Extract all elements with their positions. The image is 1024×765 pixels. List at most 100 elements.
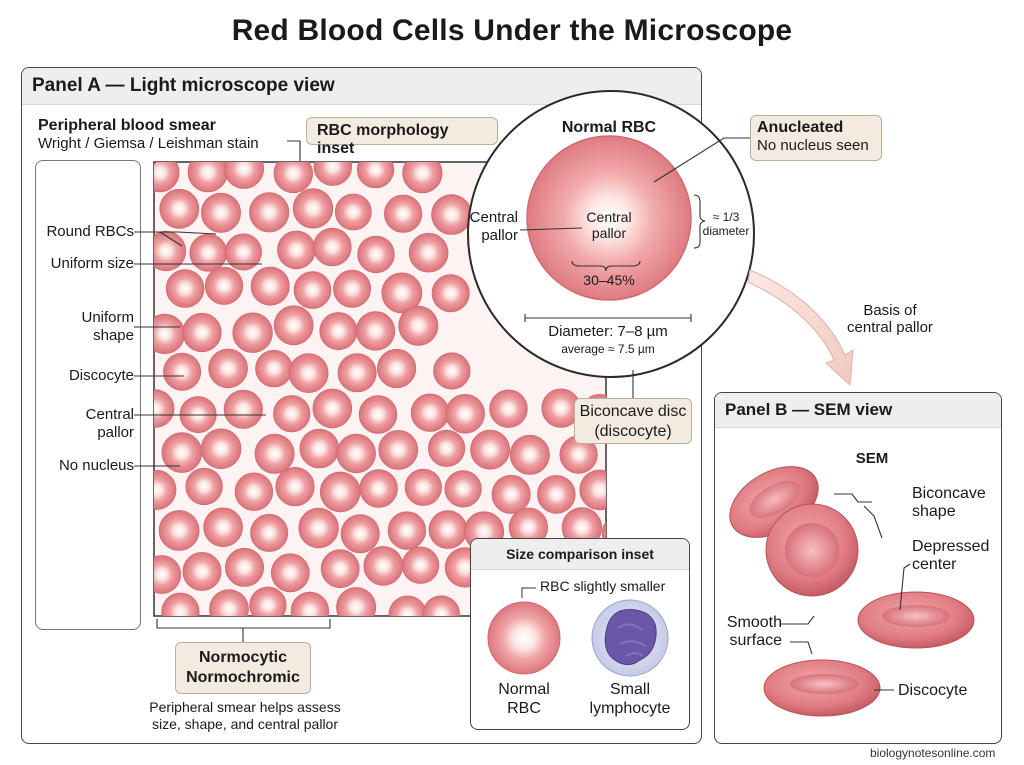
result-badge: Normocytic Normochromic	[175, 642, 311, 694]
smear-rbc	[355, 311, 396, 351]
zoom-ratio-label: ≈ 1/3 diameter	[700, 210, 752, 238]
smear-rbc	[293, 271, 332, 309]
smear-rbc	[182, 551, 222, 591]
smear-rbc	[225, 547, 265, 587]
size-inset-note: RBC slightly smaller	[540, 578, 666, 594]
smear-rbc	[384, 194, 423, 233]
size-inset-art	[487, 587, 669, 677]
smear-rbc	[234, 472, 274, 511]
sem-depressed-2: center	[912, 556, 957, 573]
smear-rbc	[433, 352, 471, 390]
smear-rbc	[290, 591, 330, 616]
label-no-nucleus: No nucleus	[58, 457, 134, 474]
smear-rbc	[333, 269, 372, 308]
smear-note-line-1: Peripheral smear helps assess	[149, 699, 341, 715]
smear-rbc	[336, 587, 377, 616]
sem-biconcave-1: Biconcave	[912, 485, 986, 502]
anucleated-sub: No nucleus seen	[757, 137, 869, 154]
label-discocyte: Discocyte	[68, 367, 134, 384]
zoom-center-label-1: Central	[586, 209, 632, 225]
size-inset-title: Size comparison inset	[471, 539, 689, 570]
smear-rbc	[491, 474, 531, 514]
smear-rbc	[398, 305, 439, 346]
badge-normochromic: Normochromic	[186, 669, 300, 686]
smear-rbc	[249, 586, 287, 616]
smear-rbc	[298, 507, 339, 549]
sem-label-smooth: Smooth surface	[718, 614, 782, 650]
panel-b-heading: Panel B — SEM view	[715, 393, 1001, 428]
sem-biconcave-2: shape	[912, 503, 956, 520]
smear-rbc	[275, 466, 315, 507]
smear-rbc	[185, 467, 223, 506]
smear-rbc	[273, 305, 314, 346]
zoom-diameter: Diameter: 7–8 µm	[548, 323, 668, 340]
zoom-average: average ≈ 7.5 µm	[561, 342, 655, 356]
smear-rbc	[427, 429, 466, 467]
smear-rbc	[404, 468, 442, 506]
smear-rbc	[378, 429, 419, 470]
smear-rbc	[377, 348, 417, 389]
sem-depressed-1: Depressed	[912, 538, 990, 555]
sem-smooth-1: Smooth	[726, 614, 782, 631]
zoom-center-label: Central pallor	[570, 209, 648, 241]
smear-rbc	[209, 589, 249, 616]
size-lymph-label-1: Small	[609, 681, 650, 698]
sem-label-depressed: Depressed center	[912, 538, 989, 574]
smear-rbc	[182, 312, 222, 353]
basis-line-1: Basis of	[863, 302, 917, 319]
label-uniform-size: Uniform size	[50, 255, 134, 272]
smear-rbc	[357, 235, 395, 274]
smear-note-line-2: size, shape, and central pallor	[152, 716, 338, 732]
sem-label: SEM	[855, 450, 889, 467]
label-central-pallor: Central pallor	[85, 406, 134, 441]
zoom-ratio-1: ≈ 1/3	[712, 210, 740, 224]
smear-rbc	[159, 188, 200, 229]
label-column-box	[35, 160, 141, 630]
smear-rbc	[232, 312, 273, 353]
smear-rbc	[273, 162, 313, 194]
smear-rbc	[158, 510, 200, 551]
smear-rbc	[163, 352, 202, 391]
smear-rbc	[381, 272, 423, 314]
smear-rbc	[154, 230, 187, 272]
badge-normocytic: Normocytic	[198, 649, 288, 666]
smear-rbc	[201, 192, 242, 233]
smear-rbc	[223, 389, 263, 429]
sem-label-discocyte: Discocyte	[898, 682, 968, 699]
smear-rbc	[204, 266, 244, 305]
sem-label-biconcave: Biconcave shape	[912, 485, 986, 521]
footer-credit: biologynotesonline.com	[870, 746, 996, 760]
smear-rbc	[336, 433, 376, 474]
size-lymph-label: Small lymphocyte	[580, 680, 680, 718]
smear-rbc	[337, 353, 377, 393]
smear-rbc	[292, 188, 334, 229]
smear-rbc	[356, 162, 395, 189]
smear-rbc	[579, 469, 606, 511]
smear-rbc	[224, 233, 262, 271]
smear-rbc	[431, 274, 470, 313]
smear-rbc	[154, 162, 180, 193]
smear-rbc	[312, 388, 353, 429]
sem-smooth-2: surface	[729, 632, 782, 649]
basis-line-2: central pallor	[847, 319, 933, 336]
zoom-left-label-2: pallor	[481, 227, 518, 244]
zoom-title: Normal RBC	[561, 119, 657, 136]
smear-rbc	[288, 353, 329, 394]
smear-rbc	[320, 549, 360, 589]
zoom-center-label-2: pallor	[591, 225, 627, 241]
smear-rbc	[444, 470, 482, 508]
zoom-left-label-1: Central	[469, 209, 518, 226]
inset-tag: RBC morphology inset	[306, 117, 498, 157]
smear-note: Peripheral smear helps assess size, shap…	[120, 699, 370, 733]
smear-rbc	[313, 227, 352, 267]
anucleated-box: Anucleated No nucleus seen	[750, 115, 882, 161]
smear-rbc	[250, 513, 289, 552]
label-uniform-shape: Uniform shape	[81, 309, 134, 344]
smear-rbc	[408, 232, 449, 273]
zoom-ratio-2: diameter	[702, 224, 750, 238]
smear-rbc	[445, 394, 485, 434]
smear-rbc	[223, 162, 264, 189]
smear-rbc	[313, 162, 352, 186]
smear-rbc	[154, 389, 175, 428]
